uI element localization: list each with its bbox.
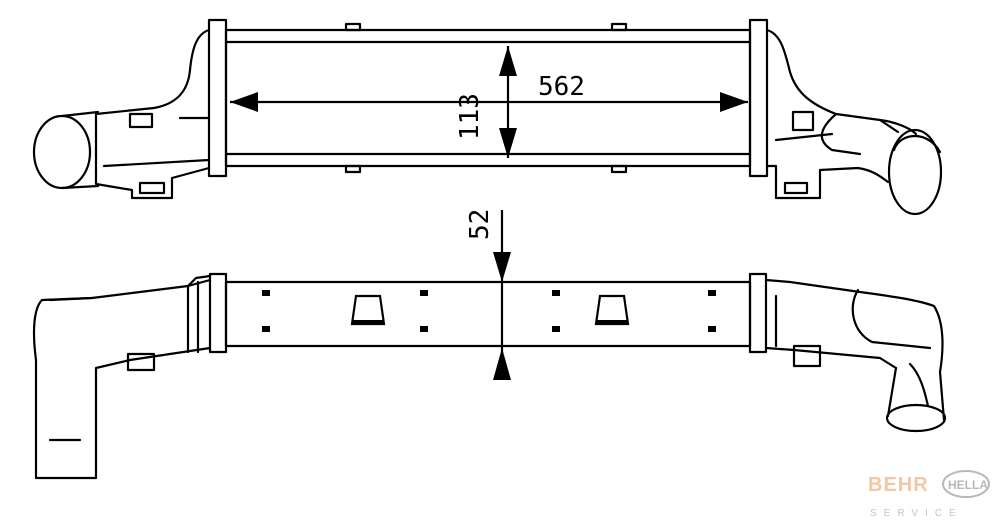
- bottom-left-tank: [32, 278, 212, 480]
- height-dimension-label: 113: [455, 93, 485, 140]
- bottom-right-tank: [764, 278, 946, 422]
- top-right-tank: [765, 28, 918, 136]
- depth-dimension-label: 52: [465, 209, 495, 240]
- hella-logo-text: HELLA: [948, 478, 988, 492]
- top-right-outlet: [887, 128, 943, 216]
- top-left-end-plate: [207, 18, 228, 178]
- dimension-lines: [230, 46, 748, 380]
- core-mount-features: [262, 290, 716, 332]
- bottom-right-outlet: [885, 403, 947, 433]
- service-text: SERVICE: [870, 508, 963, 519]
- top-left-tank: [94, 28, 211, 200]
- bottom-left-end-plate: [208, 272, 228, 354]
- bottom-right-end-plate: [748, 272, 768, 354]
- top-core: [224, 28, 752, 168]
- brand-logo: BEHR HELLA SERVICE: [868, 470, 990, 519]
- core-brackets: [350, 294, 630, 326]
- bottom-core: [224, 280, 752, 348]
- width-dimension-label: 562: [538, 72, 585, 102]
- behr-logo-text: BEHR: [868, 474, 929, 496]
- top-right-end-plate: [748, 18, 769, 178]
- bottom-view: [32, 272, 947, 480]
- hella-logo-oval: [942, 470, 990, 498]
- top-left-inlet: [32, 114, 92, 190]
- top-view: [32, 18, 943, 216]
